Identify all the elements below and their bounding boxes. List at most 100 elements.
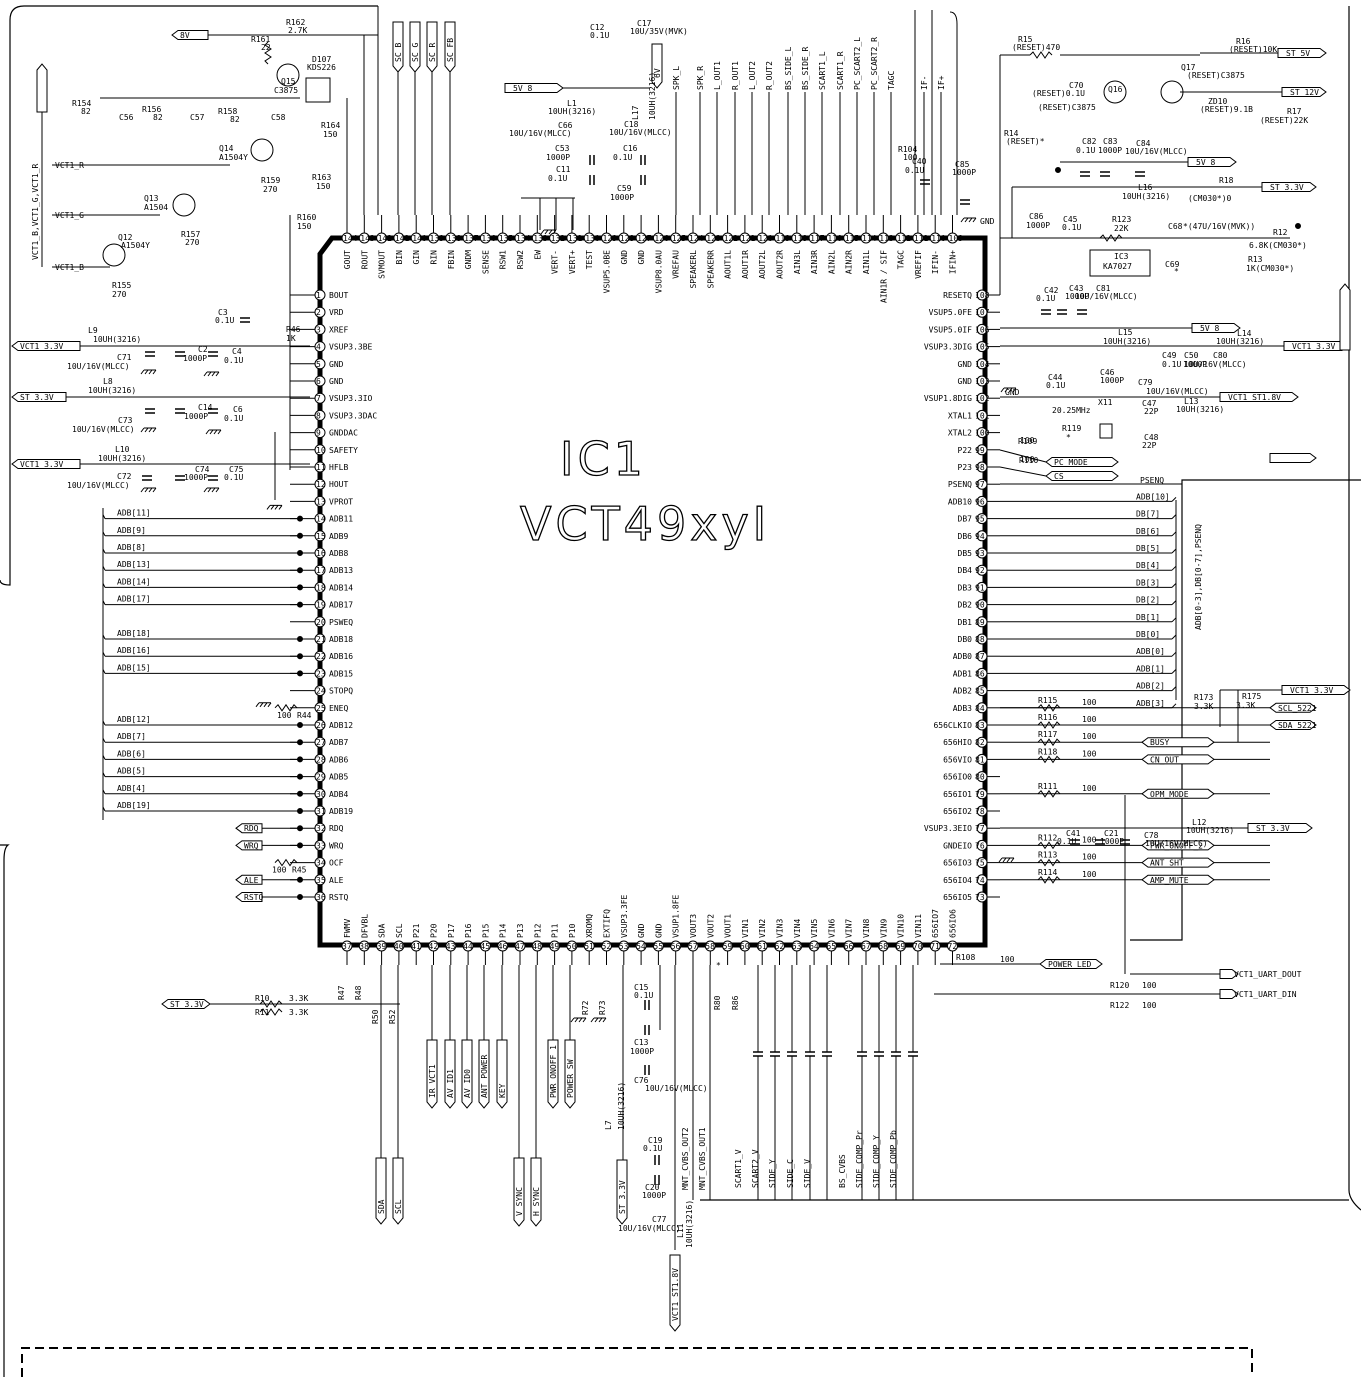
r109-label: R109	[1018, 437, 1037, 446]
sheet-frame	[0, 5, 1361, 1377]
uart-in-label: VCT1_UART_DIN	[1234, 990, 1297, 999]
c83-value: 1000P	[1098, 146, 1122, 155]
pin-left-number: 2	[316, 308, 321, 317]
r122-value: 100	[1142, 1001, 1157, 1010]
left-bus-entry	[102, 634, 106, 640]
c59-label: C59	[617, 184, 632, 193]
bottom-video-signal: SIDE_V	[803, 1159, 812, 1188]
right-port-tag: OPM_MODE	[1150, 790, 1189, 799]
pin-top-number: 113	[879, 234, 894, 243]
scl-tag-shape	[392, 1157, 404, 1225]
pin-right-name: 656IO0	[943, 773, 972, 782]
pin-left-number: 36	[316, 893, 326, 902]
pin-left-name: ALE	[329, 876, 344, 885]
pin-bottom-name: P17	[447, 923, 456, 938]
pin-top-number: 114	[862, 234, 877, 243]
pin-left-name: HOUT	[329, 480, 348, 489]
c77-value: 10U/16V(MLCC)	[618, 1224, 681, 1233]
pin-bottom-name: P12	[533, 923, 542, 938]
right-port-tag-shape	[1269, 702, 1317, 713]
pin-top-name: RIN	[430, 250, 439, 265]
r175-label: R175	[1242, 692, 1261, 701]
pin-bottom-name: VIN9	[879, 919, 888, 938]
pin-bottom-number: 48	[532, 942, 542, 951]
l11-label: L11	[676, 1223, 685, 1238]
pin-top-name: TAGC	[897, 250, 906, 269]
bottom-port-tag: AV_ID1	[446, 1069, 455, 1098]
right-bus-entry	[1171, 583, 1177, 588]
pin-left-number: 29	[316, 773, 326, 782]
q12-symbol	[102, 243, 126, 267]
c41-label: C41	[1066, 829, 1081, 838]
right-bus-entry	[1171, 617, 1177, 623]
right-bus-entry	[1171, 686, 1177, 691]
c84-value: 10U/16V(MLCC)	[1125, 147, 1188, 156]
mnt-cvbs-2: MNT_CVBS_OUT2	[681, 1127, 690, 1190]
pc-mode-tag-shape	[1045, 457, 1119, 467]
left-bus-label: ADB[18]	[117, 629, 151, 638]
vct-bus-tag	[36, 63, 48, 113]
l1-label: L1	[567, 99, 577, 108]
r173-label: R173	[1194, 693, 1213, 702]
pin-top-name: RSW2	[516, 250, 525, 269]
q17-label: Q17	[1181, 63, 1196, 72]
pin-right-number: 94	[975, 532, 985, 541]
r120-value: 100	[1142, 981, 1157, 990]
right-bus-entry	[1171, 531, 1177, 537]
pin-right-name: DB5	[958, 549, 973, 558]
x11-value: 20.25MHz	[1052, 406, 1091, 415]
c49-value: 0.1U	[1162, 360, 1181, 369]
r161-symbol	[264, 41, 272, 65]
pin-right-number: 99	[975, 446, 985, 455]
st-3v3-tag-vertical-shape	[616, 1159, 628, 1225]
left-bus-label: ADB[15]	[117, 663, 151, 672]
pin-top-name: GIN	[412, 250, 421, 265]
pin-right-number: 102	[975, 394, 990, 403]
pin-left-name: HFLB	[329, 463, 348, 472]
pin-bottom-name: P11	[551, 923, 560, 938]
pin-left-number: 21	[316, 635, 326, 644]
c53-value: 1000P	[546, 153, 570, 162]
st-5v-tag-shape	[1277, 48, 1327, 58]
pin-right-number: 101	[975, 411, 990, 420]
tag-5v8-top-shape	[504, 83, 564, 93]
pin-left-number: 20	[316, 618, 326, 627]
pin-bottom-name: P15	[481, 923, 490, 938]
ground-c4	[203, 371, 220, 377]
c17-label: C17	[637, 19, 652, 28]
pin-top-name: FBIN	[447, 250, 456, 269]
d107-value: KDS226	[307, 63, 336, 72]
mnt-cvbs-1: MNT_CVBS_OUT1	[698, 1127, 707, 1190]
pin-left-number: 16	[316, 549, 326, 558]
l8-value: 10UH(3216)	[88, 386, 136, 395]
left-port-tag: ALE	[244, 876, 259, 885]
right-port-val: 100	[1082, 870, 1097, 879]
r161-value: 22	[261, 43, 271, 52]
pin-right-name: DB2	[958, 601, 973, 610]
st-3v3-tag-right-shape	[1261, 182, 1317, 192]
pin-top-name: GND	[620, 250, 629, 265]
top-audio-signal: TAGC	[887, 71, 896, 90]
bottom-port-tag: IR_VCT1	[428, 1064, 437, 1098]
pc-mode-tag: PC_MODE	[1054, 458, 1088, 467]
pin-left-number: 18	[316, 583, 326, 592]
right-bus-label: ADB[0]	[1136, 647, 1165, 656]
pin-right-number: 90	[975, 601, 985, 610]
pin-left-number: 32	[316, 824, 326, 833]
pin-bottom-name: GND	[637, 923, 646, 938]
pin-bottom-number: 43	[446, 942, 456, 951]
c73-value: 10U/16V(MLCC)	[72, 425, 135, 434]
r158-value: 82	[230, 115, 240, 124]
left-bus-entry	[102, 565, 106, 571]
pin-right-number: 76	[975, 841, 985, 850]
pin-left-name: ADB19	[329, 807, 353, 816]
bottom-port-tag-shape	[564, 1039, 576, 1109]
ground-bottom-2	[590, 1017, 607, 1023]
pin-top-name: VSUP8.0AU	[654, 250, 663, 294]
pin-right-name: XTAL1	[948, 411, 972, 420]
l16-value: 10UH(3216)	[1122, 192, 1170, 201]
pin-right-name: 656VIO	[943, 755, 972, 764]
left-port-tag-shape	[235, 840, 263, 851]
ground-gndeio	[998, 857, 1015, 863]
right-bus-label: ADB[3]	[1136, 699, 1165, 708]
